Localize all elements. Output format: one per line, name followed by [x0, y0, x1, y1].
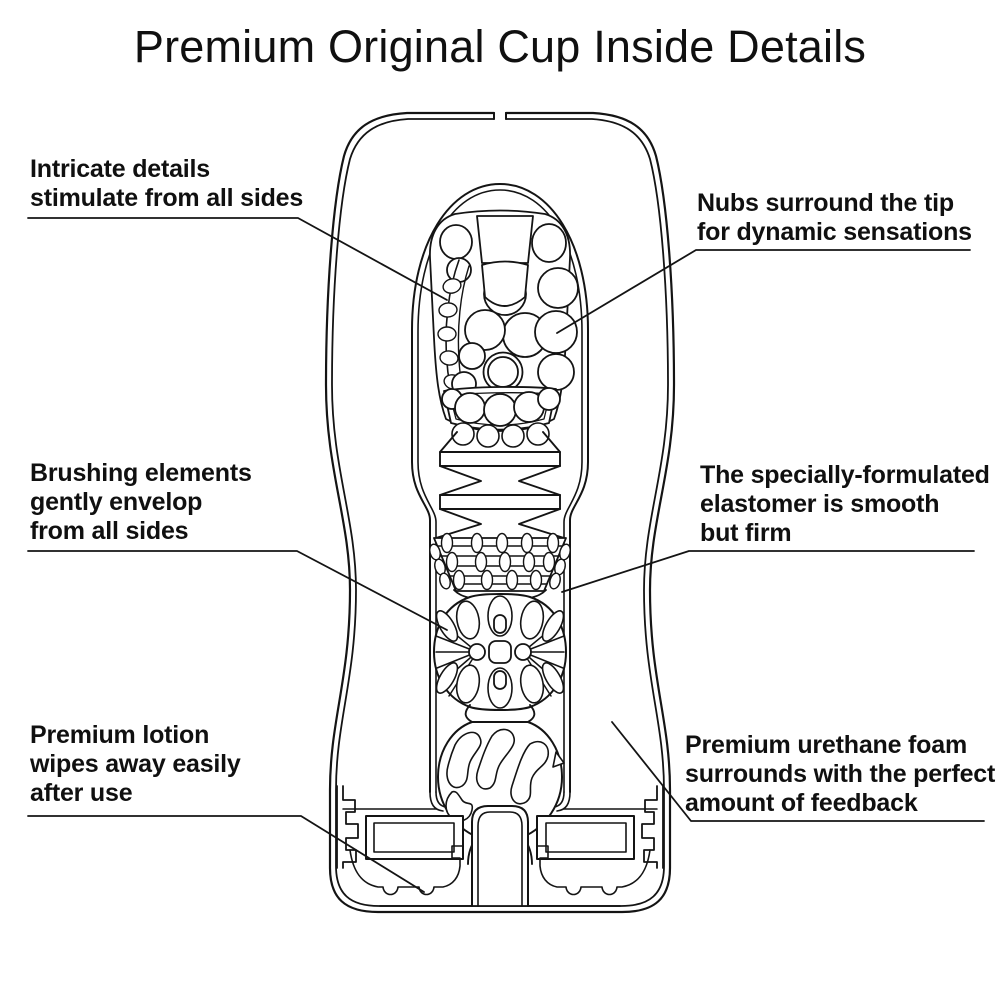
callout-line: Intricate details	[30, 155, 210, 183]
center-pedestal	[472, 806, 528, 906]
callout-line: but firm	[700, 519, 792, 547]
leader-brushing-elements	[28, 551, 447, 630]
callout-elastomer: The specially-formulated elastomer is sm…	[700, 461, 990, 548]
top-seam-notch	[494, 113, 506, 119]
callout-line: stimulate from all sides	[30, 184, 304, 212]
callout-line: from all sides	[30, 517, 189, 545]
page-title: Premium Original Cup Inside Details	[133, 21, 867, 72]
right-clip	[642, 786, 663, 868]
left-clip	[337, 786, 358, 868]
callout-line: elastomer is smooth	[700, 490, 940, 518]
callout-line: amount of feedback	[685, 789, 918, 817]
callout-urethane-foam: Premium urethane foam surrounds with the…	[685, 731, 995, 818]
leader-elastomer	[562, 551, 974, 592]
leader-intricate-details	[28, 218, 447, 300]
inner-chamber-arch	[412, 184, 588, 811]
callout-intricate-details: Intricate details stimulate from all sid…	[30, 155, 303, 213]
callout-line: Nubs surround the tip	[697, 189, 954, 217]
leader-lines	[28, 218, 984, 892]
callout-nubs-tip: Nubs surround the tip for dynamic sensat…	[697, 189, 972, 247]
leader-urethane-foam	[612, 722, 984, 821]
callout-line: Brushing elements	[30, 459, 252, 487]
callout-line: Premium lotion	[30, 721, 210, 749]
callout-line: surrounds with the perfect	[685, 760, 996, 788]
callout-line: gently envelop	[30, 488, 203, 516]
callout-line: The specially-formulated	[700, 461, 990, 489]
callout-brushing-elements: Brushing elements gently envelop from al…	[30, 459, 252, 546]
leader-premium-lotion	[28, 816, 424, 892]
lotion-swirl-chamber	[438, 705, 564, 864]
callout-line: for dynamic sensations	[697, 218, 972, 246]
nub-chamber	[430, 211, 578, 448]
radial-brush-bulb	[432, 590, 567, 710]
foam-base	[337, 786, 663, 906]
callout-premium-lotion: Premium lotion wipes away easily after u…	[30, 721, 241, 808]
leader-nubs-tip	[557, 250, 970, 333]
callout-line: after use	[30, 779, 133, 807]
brush-stud-band	[428, 534, 572, 592]
callout-line: Premium urethane foam	[685, 731, 967, 759]
callout-line: wipes away easily	[30, 750, 241, 778]
bellows-ribs	[436, 432, 564, 538]
